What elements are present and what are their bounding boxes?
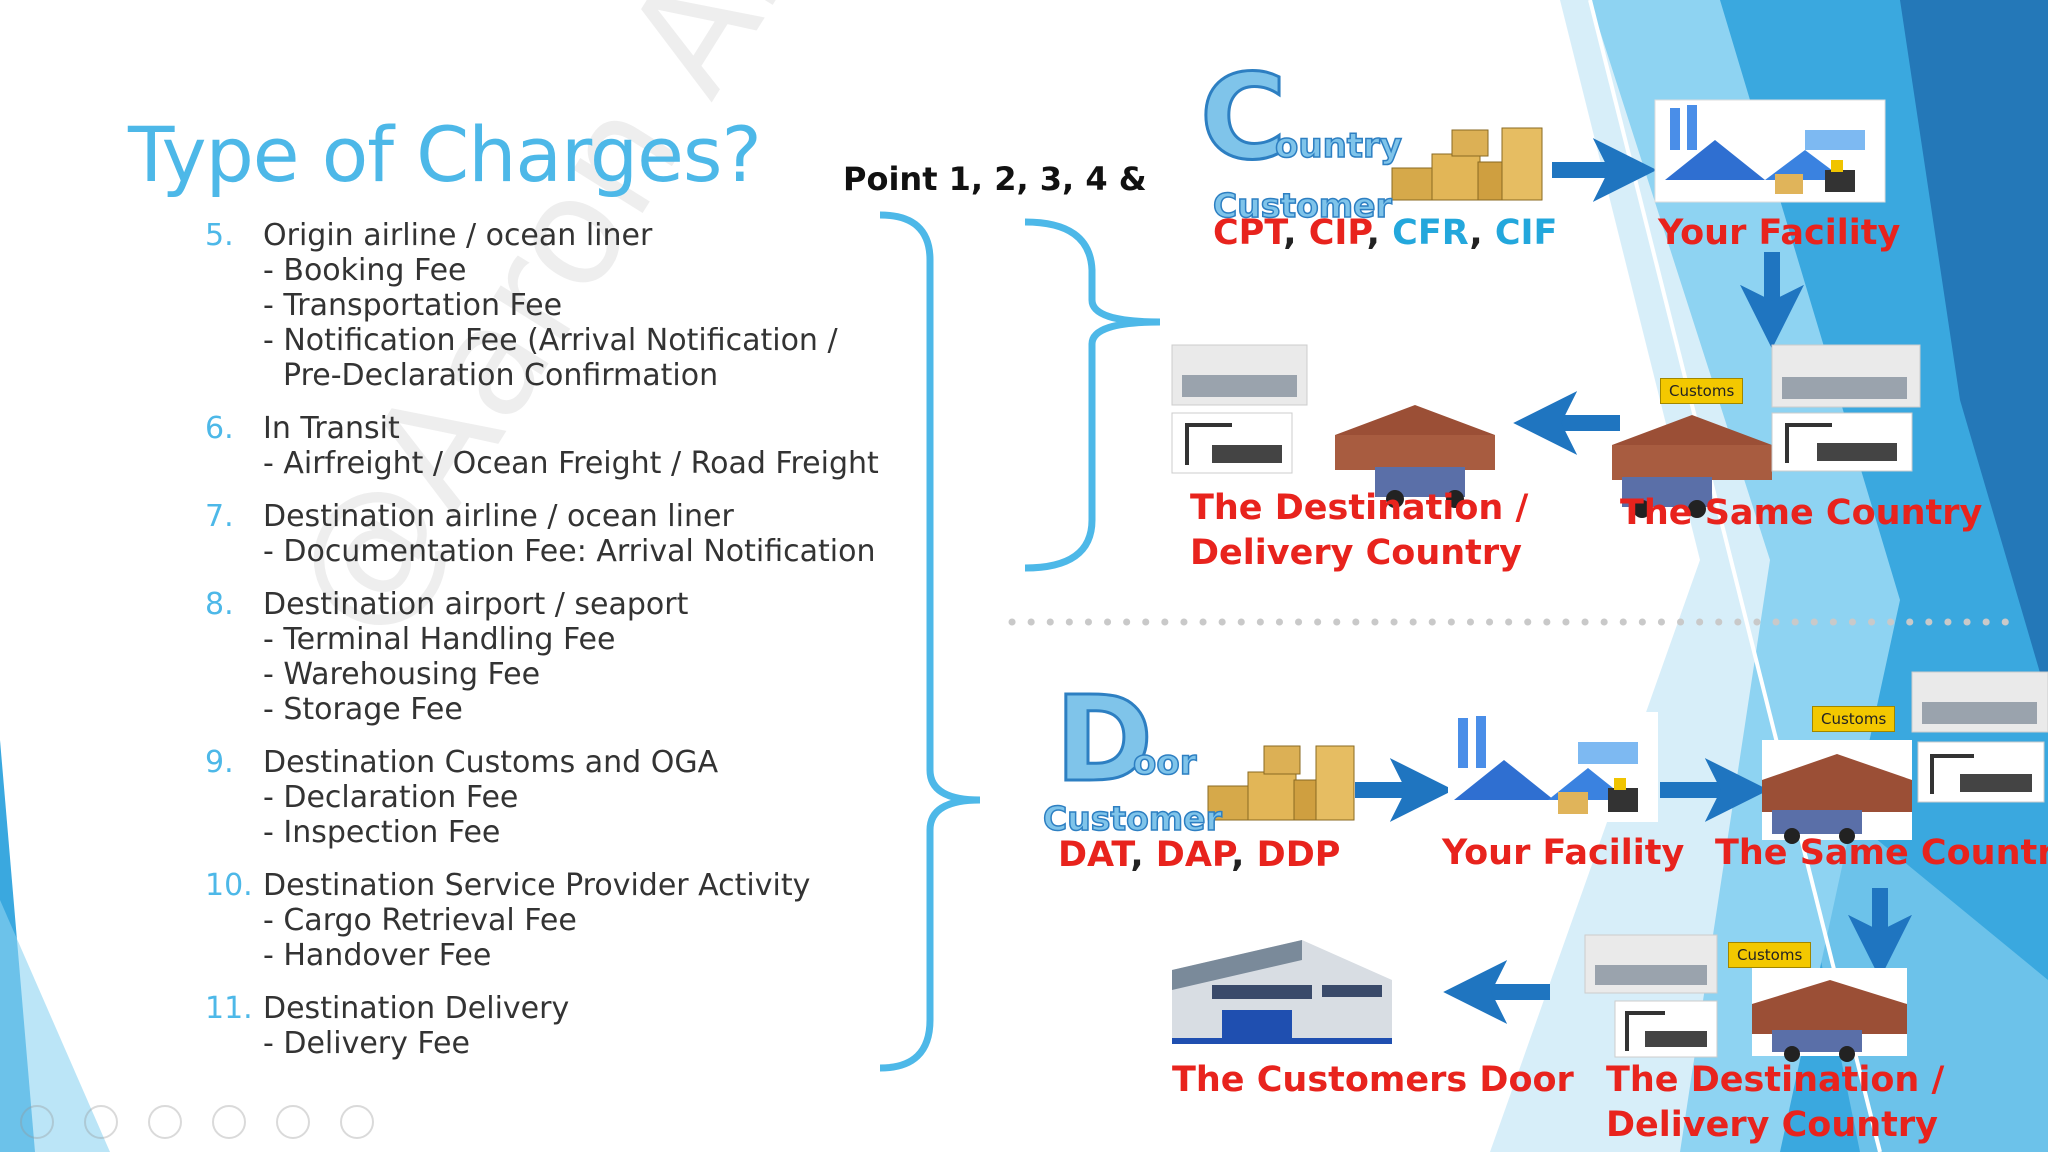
customer-label: Customer	[1042, 798, 1222, 839]
slideshow-toolbar	[20, 1105, 374, 1139]
airport-port-icon	[1771, 344, 1921, 472]
bg-stripe-dark	[1900, 0, 2048, 700]
airport-port-icon	[1584, 934, 1718, 1058]
charge-heading: Destination Service Provider Activity	[263, 868, 811, 903]
warehouse-trucks-icon	[1752, 968, 1907, 1062]
charges-list: 5. Origin airline / ocean liner - Bookin…	[205, 218, 905, 1079]
airport-port-icon	[1171, 344, 1308, 474]
charge-number: 7.	[205, 499, 234, 534]
charge-fee: - Declaration Fee	[263, 780, 519, 815]
pen-icon[interactable]	[148, 1105, 182, 1139]
charge-fee: - Transportation Fee	[263, 288, 563, 323]
door-letter: D	[1054, 669, 1155, 810]
factory-icon	[1654, 99, 1886, 203]
incoterm: CIP	[1308, 213, 1367, 253]
warehouse-trucks-icon	[1335, 405, 1495, 508]
customs-sign: Customs	[1728, 942, 1812, 968]
bg-left-stripe-light	[0, 900, 110, 1152]
charge-item-6: 6. In Transit - Airfreight / Ocean Freig…	[205, 411, 905, 481]
charge-number: 6.	[205, 411, 234, 446]
incoterm: DDP	[1256, 835, 1341, 875]
charge-fee: - Booking Fee	[263, 253, 467, 288]
page-title: Type of Charges?	[128, 110, 762, 199]
charge-item-11: 11. Destination Delivery - Delivery Fee	[205, 991, 905, 1061]
charge-heading: In Transit	[263, 411, 400, 446]
destination-label-line2: Delivery Country	[1606, 1105, 1938, 1145]
incoterm: DAT	[1058, 835, 1131, 875]
charge-fee: - Airfreight / Ocean Freight / Road Frei…	[263, 446, 879, 481]
customer-label: Customer	[1212, 185, 1392, 226]
door-word: oor	[1132, 742, 1197, 784]
same-country-label: The Same Country	[1620, 493, 1983, 533]
destination-label-line2: Delivery Country	[1190, 533, 1522, 573]
charge-fee: - Inspection Fee	[263, 815, 501, 850]
your-facility-label: Your Facility	[1658, 213, 1901, 253]
charge-number: 8.	[205, 587, 234, 622]
next-icon[interactable]	[84, 1105, 118, 1139]
charge-item-7: 7. Destination airline / ocean liner - D…	[205, 499, 905, 569]
building-icon	[1172, 940, 1392, 1044]
customers-door-label: The Customers Door	[1172, 1060, 1574, 1100]
charge-fee: - Notification Fee (Arrival Notification…	[263, 323, 838, 358]
charge-fee: - Delivery Fee	[263, 1026, 470, 1061]
big-bracket	[879, 211, 981, 1072]
separator: ,	[1130, 835, 1144, 875]
point-label: Point 1, 2, 3, 4 &	[843, 160, 1147, 198]
incoterm: CIF	[1494, 213, 1558, 253]
charge-fee: - Cargo Retrieval Fee	[263, 903, 577, 938]
separator: ,	[1231, 835, 1245, 875]
charge-item-8: 8. Destination airport / seaport - Termi…	[205, 587, 905, 727]
incoterm: CFR	[1392, 213, 1470, 253]
small-bracket	[1024, 218, 1161, 572]
charge-number: 10.	[205, 868, 253, 903]
separator: ,	[1283, 213, 1297, 253]
charge-heading: Destination airport / seaport	[263, 587, 689, 622]
airport-port-icon	[1911, 671, 2048, 803]
more-icon[interactable]	[340, 1105, 374, 1139]
incoterms-country: CPT, CIP, CFR, CIF	[1213, 213, 1557, 253]
warehouse-trucks-icon	[1612, 415, 1772, 518]
cargo-boxes-icon	[1391, 127, 1543, 201]
charge-number: 11.	[205, 991, 253, 1026]
charge-heading: Origin airline / ocean liner	[263, 218, 653, 253]
charge-fee: - Handover Fee	[263, 938, 492, 973]
country-letter: C	[1199, 47, 1289, 188]
separator: ,	[1366, 213, 1380, 253]
charge-item-10: 10. Destination Service Provider Activit…	[205, 868, 905, 973]
charge-fee: - Documentation Fee: Arrival Notificatio…	[263, 534, 876, 569]
previous-icon[interactable]	[20, 1105, 54, 1139]
incoterm: DAP	[1155, 835, 1232, 875]
customs-sign: Customs	[1812, 706, 1896, 732]
charge-fee: - Warehousing Fee	[263, 657, 541, 692]
factory-icon	[1448, 712, 1658, 822]
same-country-label: The Same Country	[1715, 833, 2048, 873]
zoom-icon[interactable]	[276, 1105, 310, 1139]
charge-heading: Destination Customs and OGA	[263, 745, 719, 780]
your-facility-label: Your Facility	[1442, 833, 1685, 873]
charge-fee: - Terminal Handling Fee	[263, 622, 616, 657]
charge-number: 9.	[205, 745, 234, 780]
incoterms-door: DAT, DAP, DDP	[1058, 835, 1340, 875]
charge-item-9: 9. Destination Customs and OGA - Declara…	[205, 745, 905, 850]
charge-heading: Destination airline / ocean liner	[263, 499, 734, 534]
charge-fee: Pre-Declaration Confirmation	[283, 358, 719, 393]
customs-sign: Customs	[1660, 378, 1744, 404]
incoterm: CPT	[1213, 213, 1284, 253]
slides-icon[interactable]	[212, 1105, 246, 1139]
destination-label-line1: The Destination /	[1190, 488, 1529, 528]
destination-label-line1: The Destination /	[1606, 1060, 1945, 1100]
cargo-boxes-icon	[1207, 745, 1355, 821]
charge-heading: Destination Delivery	[263, 991, 570, 1026]
charge-fee: - Storage Fee	[263, 692, 463, 727]
warehouse-trucks-icon	[1762, 740, 1912, 844]
charge-number: 5.	[205, 218, 234, 253]
separator: ,	[1469, 213, 1483, 253]
charge-item-5: 5. Origin airline / ocean liner - Bookin…	[205, 218, 905, 393]
country-word: ountry	[1274, 125, 1402, 167]
